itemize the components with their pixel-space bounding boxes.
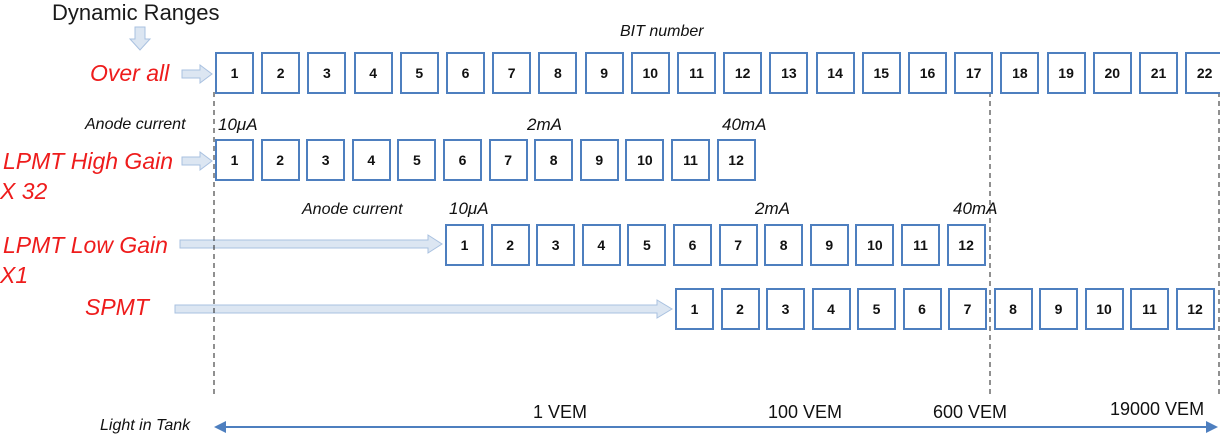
row-label-lpmt-low-gain: X1: [0, 262, 29, 288]
lpmt-low-bit-box: 9: [809, 224, 849, 266]
tick-high-40ma: 40mA: [722, 115, 767, 134]
overall-bit-box: 5: [399, 52, 439, 94]
overall-bit-box: 15: [861, 52, 901, 94]
lpmt-high-bit-box: 7: [488, 139, 528, 181]
anode-current-caption-high: Anode current: [85, 116, 186, 133]
lpmt-high-bit-box: 5: [397, 139, 437, 181]
lpmt-low-bit-box: 1: [445, 224, 484, 266]
tick-high-2ma: 2mA: [527, 115, 562, 134]
overall-bit-box: 13: [769, 52, 809, 94]
overall-bit-box: 4: [353, 52, 393, 94]
spmt-bit-box: 2: [720, 288, 760, 330]
overall-bit-box: 20: [1092, 52, 1132, 94]
overall-bit-box: 2: [261, 52, 301, 94]
axis-mark-100vem: 100 VEM: [768, 402, 843, 422]
spmt-bit-box: 4: [811, 288, 851, 330]
lpmt-low-bit-box: 2: [490, 224, 530, 266]
overall-bit-box: 10: [630, 52, 670, 94]
lpmt-high-bit-box: 1: [215, 139, 254, 181]
lpmt-low-bit-box: 4: [581, 224, 621, 266]
spmt-bit-box: 10: [1084, 288, 1124, 330]
axis-left-arrowhead-icon: [214, 421, 226, 433]
axis-mark-1vem: 1 VEM: [533, 402, 588, 422]
overall-bit-box: 19: [1046, 52, 1086, 94]
lpmt-low-bit-box: 5: [627, 224, 667, 266]
row-label-lpmt-low: LPMT Low Gain: [3, 232, 168, 258]
spmt-bit-box: 5: [857, 288, 896, 330]
tick-low-40ma: 40mA: [953, 199, 998, 218]
lpmt-high-bit-box: 8: [534, 139, 574, 181]
row-label-overall: Over all: [90, 60, 170, 86]
lpmt-high-bit-box: 11: [671, 139, 710, 181]
tick-high-10ua: 10μA: [218, 115, 258, 134]
spmt-bit-box: 1: [675, 288, 714, 330]
spmt-bit-box: 6: [902, 288, 942, 330]
spmt-bit-box: 9: [1039, 288, 1078, 330]
spmt-bit-box: 7: [948, 288, 987, 330]
overall-bit-box: 16: [908, 52, 947, 94]
lpmt-low-bit-box: 3: [536, 224, 576, 266]
diagram-title: Dynamic Ranges: [52, 0, 220, 25]
overall-bit-box: 6: [446, 52, 485, 94]
spmt-bit-box: 3: [766, 288, 805, 330]
arrow-lpmt-high-icon: [181, 151, 213, 171]
lpmt-low-bit-box: 10: [855, 224, 895, 266]
row-label-lpmt-high-gain: X 32: [0, 178, 48, 204]
axis-right-arrowhead-icon: [1206, 421, 1218, 433]
arrow-lpmt-low-icon: [179, 234, 443, 254]
overall-bit-box: 18: [1000, 52, 1040, 94]
spmt-bit-box: 8: [993, 288, 1033, 330]
overall-bit-box: 7: [492, 52, 532, 94]
lpmt-high-bit-box: 2: [260, 139, 300, 181]
tick-low-10ua: 10μA: [449, 199, 489, 218]
spmt-bit-box: 12: [1175, 288, 1215, 330]
lpmt-low-bit-box: 12: [946, 224, 986, 266]
down-arrow-icon: [128, 26, 152, 51]
overall-bit-box: 21: [1139, 52, 1178, 94]
lpmt-low-bit-box: 7: [718, 224, 758, 266]
overall-bit-box: 3: [307, 52, 347, 94]
tick-low-2ma: 2mA: [755, 199, 790, 218]
lpmt-high-bit-box: 6: [443, 139, 482, 181]
row-label-lpmt-high: LPMT High Gain: [3, 148, 174, 174]
overall-bit-box: 17: [954, 52, 994, 94]
axis-mark-600vem: 600 VEM: [933, 402, 1008, 422]
light-in-tank-label: Light in Tank: [100, 417, 191, 434]
lpmt-high-bit-box: 4: [351, 139, 391, 181]
arrow-spmt-icon: [174, 299, 673, 319]
overall-bit-box: 12: [723, 52, 763, 94]
overall-bit-box: 14: [815, 52, 855, 94]
lpmt-high-bit-box: 9: [579, 139, 619, 181]
anode-current-caption-low: Anode current: [302, 201, 403, 218]
arrow-overall-icon: [181, 64, 213, 84]
overall-bit-box: 11: [677, 52, 716, 94]
bit-number-label: BIT number: [620, 23, 704, 40]
overall-bit-box: 1: [215, 52, 254, 94]
lpmt-low-bit-box: 8: [764, 224, 804, 266]
lpmt-high-bit-box: 10: [625, 139, 665, 181]
spmt-bit-box: 11: [1130, 288, 1169, 330]
lpmt-low-bit-box: 6: [673, 224, 712, 266]
axis-mark-19000vem: 19000 VEM: [1110, 399, 1205, 419]
lpmt-low-bit-box: 11: [901, 224, 940, 266]
row-label-spmt: SPMT: [85, 294, 149, 320]
overall-bit-box: 22: [1185, 52, 1220, 94]
overall-bit-box: 9: [584, 52, 624, 94]
overall-bit-box: 8: [538, 52, 578, 94]
lpmt-high-bit-box: 3: [306, 139, 346, 181]
lpmt-high-bit-box: 12: [716, 139, 756, 181]
